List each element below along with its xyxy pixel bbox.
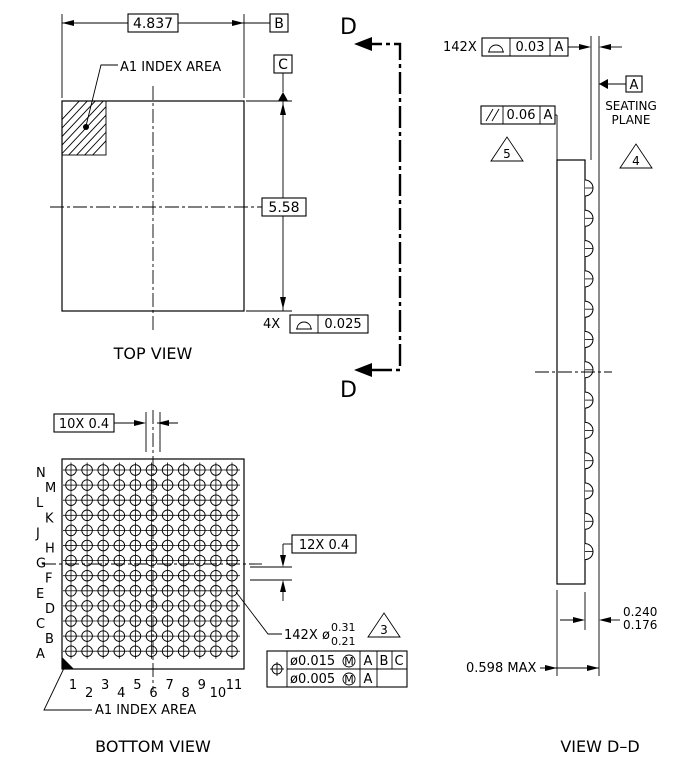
ball-dia-upper: 0.31 (331, 621, 356, 634)
col-label: 1 (69, 678, 77, 693)
mmc-icon-1 (342, 654, 356, 668)
col-label: 3 (101, 678, 109, 693)
row-label: F (45, 572, 52, 587)
parallelism-ref: A (544, 108, 553, 123)
profile-value: 0.03 (516, 40, 545, 55)
parallelism-value: 0.06 (507, 108, 536, 123)
row-label: H (45, 542, 55, 557)
bottom-view: A1 INDEX AREA 10X 0.4 12X 0.4 142X ø 0.3… (35, 410, 408, 756)
section-cut-marker: D D (340, 15, 402, 403)
col-label: 4 (117, 686, 125, 701)
pos-tol-1-ref-b: B (380, 654, 389, 669)
row-label: G (36, 557, 46, 572)
datum-a-box (625, 75, 643, 93)
row-label: E (36, 587, 44, 602)
seating-plane-label-2: PLANE (612, 113, 651, 127)
datum-b-label: B (274, 16, 284, 32)
datum-b-box (269, 13, 289, 33)
height-max-label: 0.598 MAX (466, 661, 536, 676)
section-arrow-top (354, 37, 372, 51)
height-dimension-box (261, 197, 307, 217)
col-label: 8 (182, 686, 190, 701)
row-label: C (36, 617, 45, 632)
note-5-triangle (490, 136, 524, 162)
ball-dia-prefix: ø (322, 628, 330, 643)
profile-icon (488, 44, 504, 53)
col-label: 5 (133, 678, 141, 693)
note-4-label: 4 (632, 154, 640, 168)
datum-a-label: A (630, 78, 639, 93)
flatness-count: 4X (263, 317, 280, 332)
side-balls (584, 179, 594, 561)
flatness-frame (289, 314, 369, 334)
seating-plane-label-1: SEATING (605, 99, 657, 113)
row-label: N (36, 466, 46, 481)
standoff-min: 0.176 (623, 618, 657, 632)
width-dimension-value: 4.837 (133, 16, 173, 32)
pitch-y-label: 12X 0.4 (299, 538, 349, 553)
mmc-icon-2 (342, 672, 356, 686)
svg-text:M: M (344, 673, 354, 686)
height-dimension-value: 5.58 (268, 200, 299, 216)
row-label: K (45, 511, 54, 526)
section-marker-top: D (340, 15, 357, 40)
ball-dia-lower: 0.21 (331, 635, 356, 648)
ball-count-label: 142X (284, 628, 318, 643)
datum-c-label: C (278, 57, 288, 73)
col-label: 10 (210, 686, 227, 701)
width-dimension-box (127, 13, 179, 33)
view-d-d: 142X 0.03 A A SEATING PLANE 4 0.06 A 5 (443, 36, 657, 756)
top-view-title: TOP VIEW (113, 344, 193, 363)
section-arrow-bottom (354, 363, 372, 377)
row-label: J (35, 526, 40, 541)
note-4-triangle (619, 143, 653, 169)
section-cut-line (360, 42, 402, 372)
row-label: M (45, 481, 56, 496)
col-label: 2 (85, 686, 93, 701)
pitch-x-label: 10X 0.4 (59, 417, 109, 432)
note-3-triangle (367, 612, 401, 638)
a1-corner-marker (62, 657, 74, 669)
profile-ref: A (555, 40, 564, 55)
ball-grid (63, 462, 240, 659)
pos-tol-1-value: ø0.015 (290, 654, 335, 669)
profile-surface-icon (296, 321, 312, 330)
position-tolerance-frame: ø0.015 M A B C ø0.005 M A (266, 650, 408, 688)
pos-tol-1-ref-a: A (364, 654, 373, 669)
bottom-view-title: BOTTOM VIEW (95, 737, 211, 756)
view-d-d-title: VIEW D–D (560, 737, 639, 756)
row-label: D (45, 602, 55, 617)
col-label: 6 (149, 686, 157, 701)
section-marker-bottom: D (340, 378, 357, 403)
col-label: 7 (165, 678, 173, 693)
pos-tol-2-ref-a: A (364, 672, 373, 687)
col-label: 9 (198, 678, 206, 693)
pos-tol-1-ref-c: C (394, 654, 403, 669)
row-label: A (36, 647, 45, 662)
row-label: L (36, 496, 44, 511)
svg-text:M: M (344, 655, 354, 668)
note-3-label: 3 (380, 623, 388, 637)
bottom-a1-index-label: A1 INDEX AREA (95, 703, 196, 718)
top-a1-index-label: A1 INDEX AREA (120, 60, 221, 75)
side-ball-count: 142X (443, 40, 477, 55)
col-label: 11 (226, 678, 243, 693)
top-view: 4.837 B A1 INDEX AREA C 5.58 4X 0.025 TO… (50, 13, 369, 363)
standoff-max: 0.240 (623, 605, 657, 619)
note-5-label: 5 (503, 147, 511, 161)
parallel-icon (485, 108, 494, 122)
flatness-value: 0.025 (324, 317, 361, 332)
pos-tol-2-value: ø0.005 (290, 672, 335, 687)
row-label: B (45, 632, 54, 647)
